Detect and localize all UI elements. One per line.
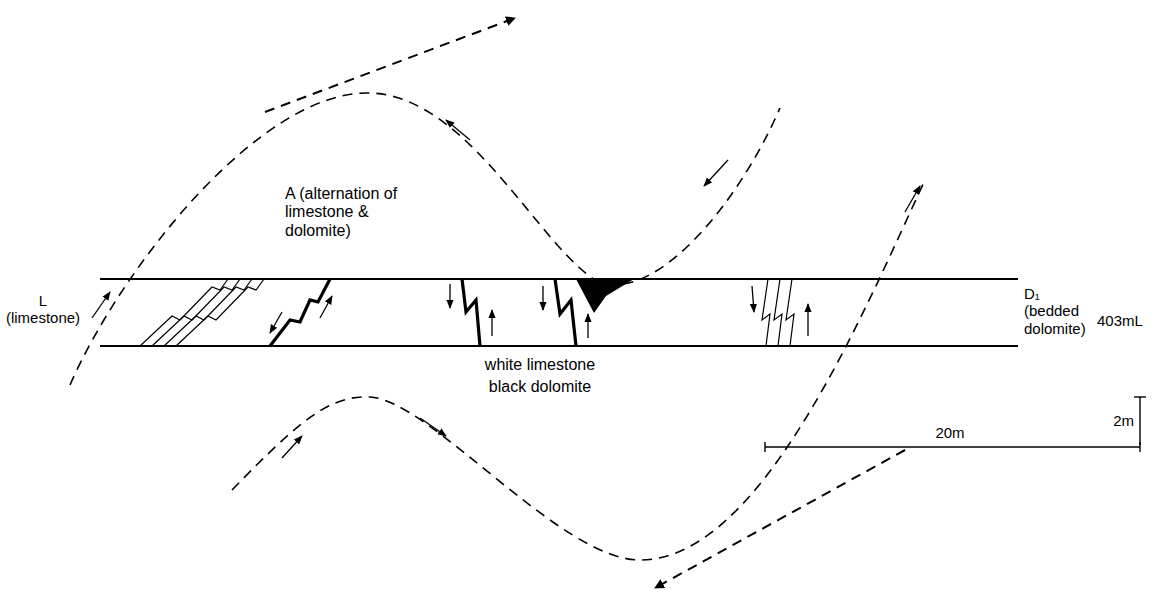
displacement-arrow — [270, 284, 808, 338]
fault-vein — [762, 279, 794, 346]
movement-arrow — [92, 120, 920, 458]
legend-note: black dolomite — [465, 378, 615, 396]
rock-unit-label: L (limestone) — [4, 292, 82, 327]
dolomite-wedge — [576, 279, 634, 313]
legend-note: white limestone — [465, 356, 615, 374]
level-label: 403mL — [1097, 312, 1149, 329]
dashed-fold-curve — [70, 18, 925, 588]
rock-unit-label: D₁ (bedded dolomite) — [1024, 285, 1096, 337]
fault-vein — [140, 279, 264, 346]
scale-label: 2m — [1106, 412, 1134, 429]
layer-boundary — [100, 279, 1018, 346]
scale-bar — [765, 397, 1146, 452]
scale-label: 20m — [925, 424, 975, 441]
fault-line — [270, 279, 576, 346]
rock-unit-label: A (alternation of limestone & dolomite) — [285, 185, 425, 240]
